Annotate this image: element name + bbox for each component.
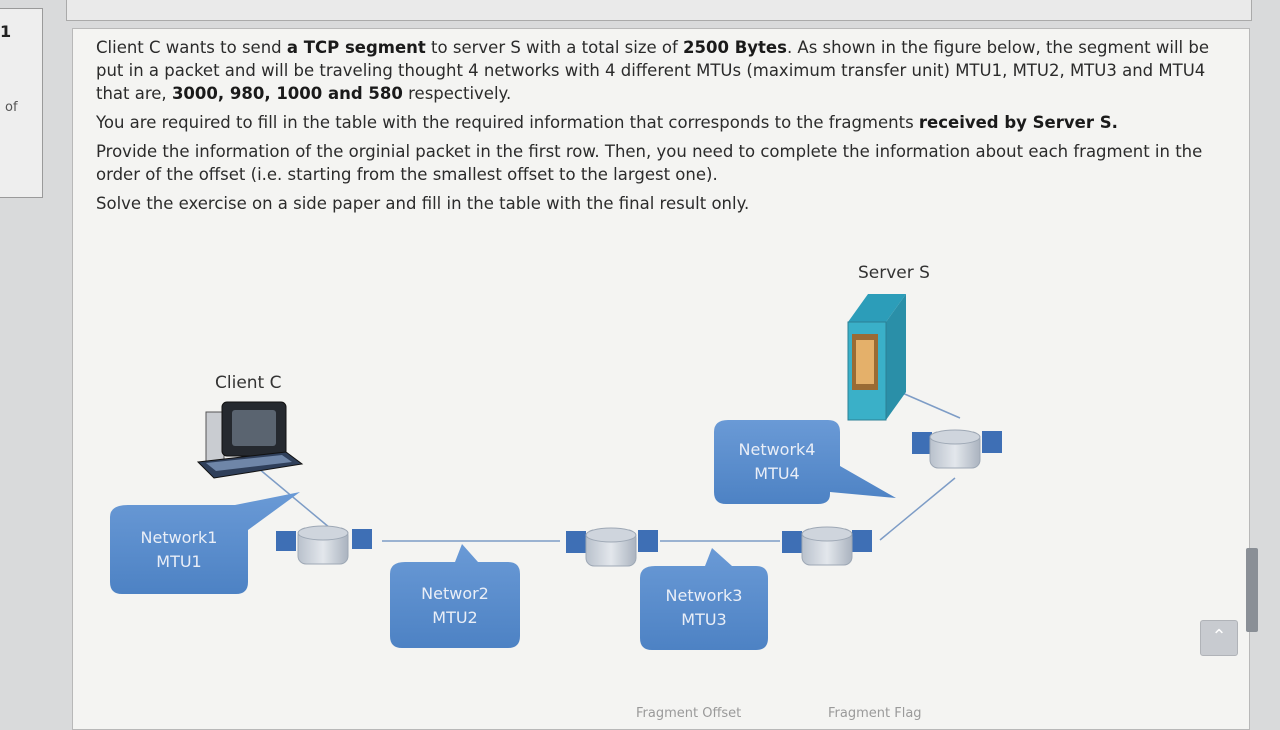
q-bold-size: 2500 Bytes [683,38,787,57]
network1-name: Network1 [140,528,218,547]
network2-text: Networ2 MTU2 [390,582,520,630]
table-header-fragment-flag: Fragment Flag [828,706,922,721]
link-router3-router4 [879,477,956,541]
q-bold-received: received by Server S. [918,113,1118,132]
scrollbar-thumb[interactable] [1246,548,1258,632]
router-icon [782,526,872,566]
network3-mtu: MTU3 [681,610,727,629]
network3-bubble [640,548,768,650]
question-paragraph-2: You are required to fill in the table wi… [96,111,1226,134]
q-text-run: You are required to fill in the table wi… [96,113,919,132]
question-paragraph-4: Solve the exercise on a side paper and f… [96,194,750,213]
question-number-fragment: 1 [0,22,12,41]
question-text: Client C wants to send a TCP segment to … [96,36,1226,221]
router-icon [912,429,1002,469]
client-computer-icon [196,401,304,479]
question-paragraph-1: Client C wants to send a TCP segment to … [96,36,1226,105]
network3-text: Network3 MTU3 [640,584,768,632]
q-text-run: to server S with a total size of [425,38,684,57]
page-of-label: of [5,100,18,115]
network2-bubble [390,544,520,648]
left-pane [0,8,43,198]
table-header-fragment-offset: Fragment Offset [636,706,742,721]
network1-bubble [110,492,300,594]
network4-mtu: MTU4 [754,464,800,483]
network2-mtu: MTU2 [432,608,478,627]
chevron-up-icon: ⌃ [1211,626,1227,647]
network4-name: Network4 [738,440,816,459]
network-links [257,391,961,542]
server-label: Server S [858,263,930,283]
q-bold-mtus: 3000, 980, 1000 and 580 [171,84,403,103]
network4-bubble [714,420,896,504]
router-icon [276,525,372,565]
client-label: Client C [215,373,282,393]
server-icon [847,294,906,421]
q-text-run: . As shown in the figure below, the segm… [96,38,1210,103]
network1-text: Network1 MTU1 [112,526,246,574]
link-server-router4 [899,391,961,419]
q-text-run: Client C wants to send [96,38,287,57]
network3-name: Network3 [665,586,743,605]
q-text-run: respectively. [402,84,512,103]
network4-text: Network4 MTU4 [714,438,840,486]
scroll-to-top-button[interactable]: ⌃ [1200,620,1238,656]
router-icon [566,527,658,567]
network1-mtu: MTU1 [156,552,202,571]
question-paragraph-3: Provide the information of the orginial … [96,142,1203,184]
network2-name: Networ2 [421,584,489,603]
q-bold-tcp-segment: a TCP segment [286,38,426,57]
link-client-router1 [257,467,331,529]
previous-panel-edge [66,0,1252,21]
